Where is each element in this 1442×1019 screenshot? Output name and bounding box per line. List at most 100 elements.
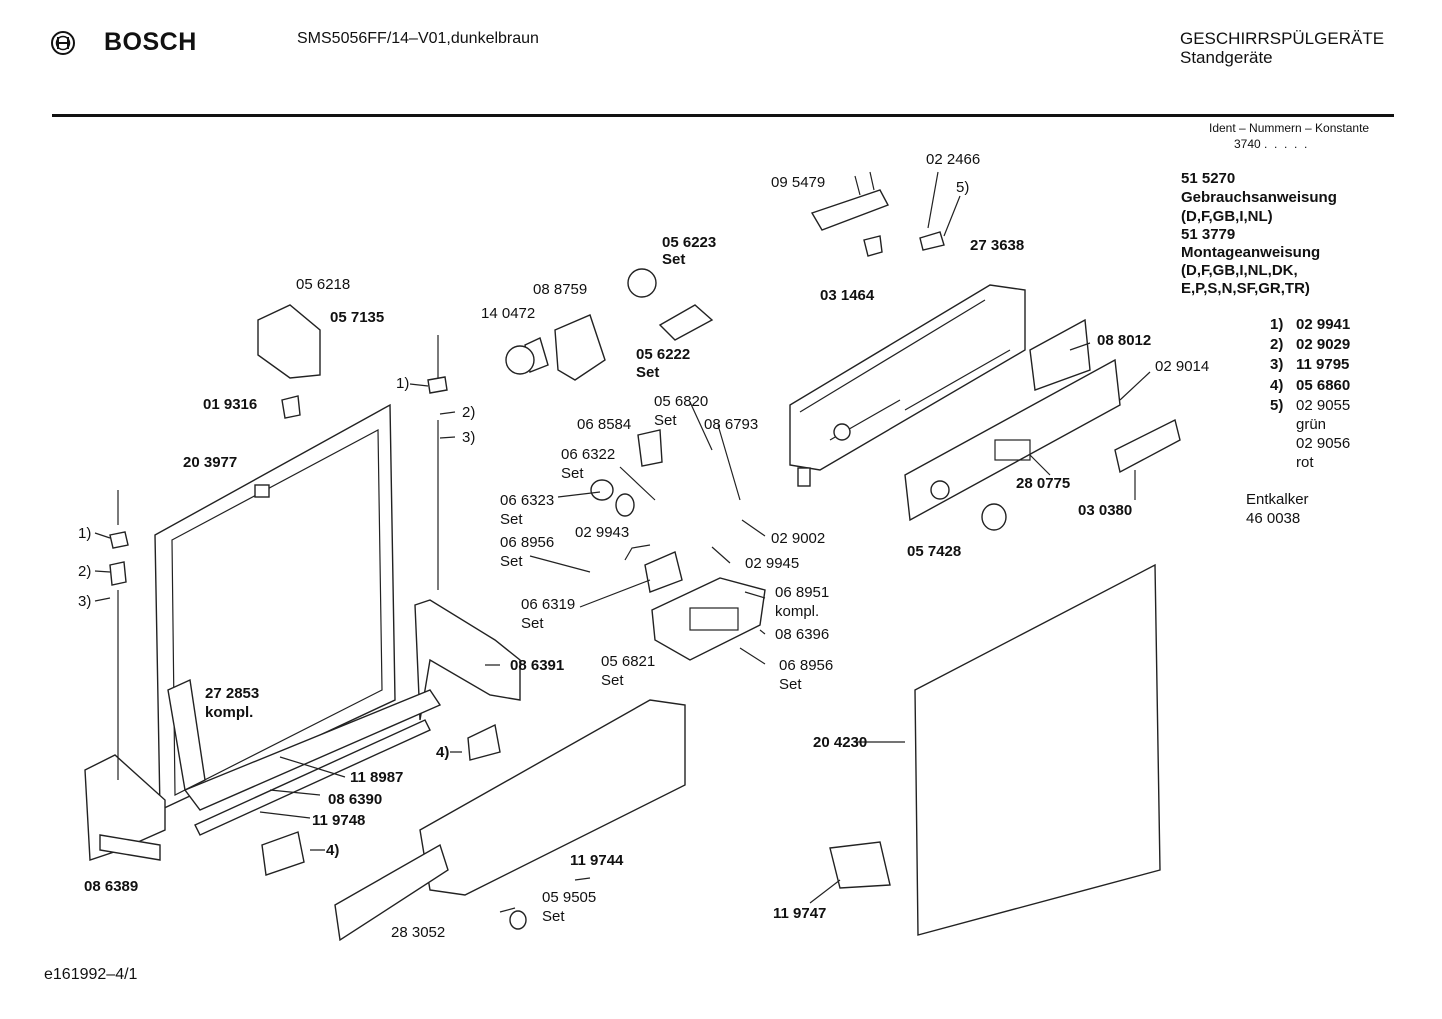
footnote-marker: 4) [436, 744, 450, 761]
part-label: 06 6322 [561, 446, 616, 463]
electronics-module-part [1029, 318, 1091, 391]
part-label: 28 3052 [391, 924, 446, 941]
part-label-suffix: kompl. [775, 603, 820, 620]
part-label-suffix: Set [654, 412, 677, 429]
category-title: GESCHIRRSPÜLGERÄTE [1180, 29, 1385, 48]
part-label: 08 6396 [775, 626, 830, 643]
hinge-part [84, 754, 166, 861]
part-label: 08 6793 [704, 416, 759, 433]
knob-part [981, 503, 1007, 531]
part-label: 11 9744 [570, 852, 624, 869]
manual-languages: (D,F,GB,I,NL) [1181, 208, 1273, 225]
part-label-suffix: Set [500, 553, 523, 570]
part-label: 09 5479 [771, 174, 826, 191]
part-label-suffix: Set [521, 615, 544, 632]
part-label: 01 9316 [203, 396, 258, 413]
part-label: 02 9014 [1155, 358, 1210, 375]
part-label-suffix: Set [636, 364, 660, 381]
model-designation: SMS5056FF/14–V01,dunkelbraun [297, 30, 539, 47]
bosch-armature-logo-icon [51, 31, 75, 55]
part-label: 02 9945 [745, 555, 800, 572]
install-languages-2: E,P,S,N,SF,GR,TR) [1181, 280, 1310, 297]
footnote-extra: rot [1296, 454, 1314, 471]
part-label-suffix: kompl. [205, 704, 254, 721]
dispenser-part [651, 577, 766, 661]
part-label: 08 6391 [510, 657, 565, 674]
brand-name: BOSCH [104, 28, 197, 56]
part-label-suffix: Set [542, 908, 565, 925]
part-label: 02 9002 [771, 530, 826, 547]
part-label-suffix: Set [779, 676, 802, 693]
footnote-key: 4) [1270, 377, 1284, 394]
part-label: 11 9747 [773, 905, 827, 922]
part-label: 05 6218 [296, 276, 351, 293]
header-rule [52, 114, 1394, 117]
footnote-marker: 4) [326, 842, 340, 859]
part-label: 02 9943 [575, 524, 630, 541]
footnote-value: 02 9029 [1296, 336, 1351, 353]
part-label: 03 1464 [820, 287, 875, 304]
footnote-value: 11 9795 [1296, 356, 1350, 373]
part-label: 05 6223 [662, 234, 717, 251]
buttons-part [1114, 418, 1181, 474]
footnote-key: 1) [1270, 316, 1284, 333]
part-label-suffix: Set [500, 511, 523, 528]
part-label: 05 6821 [601, 653, 656, 670]
part-label: 03 0380 [1078, 502, 1133, 519]
footnote-value: 05 6860 [1296, 377, 1351, 394]
inner-door-part [154, 403, 396, 812]
footnote-key: 2) [1270, 336, 1284, 353]
footnote-key: 3) [1270, 356, 1284, 373]
part-label-suffix: Set [662, 251, 686, 268]
decor-door-part [914, 563, 1161, 936]
part-label: 20 4230 [813, 734, 868, 751]
part-label: 27 2853 [205, 685, 260, 702]
entkalker-value: 46 0038 [1246, 510, 1301, 527]
part-label-suffix: Set [561, 465, 584, 482]
footer-drawing-code: e161992–4/1 [44, 966, 138, 983]
footnote-extra: grün [1296, 416, 1327, 433]
part-label: 06 8956 [779, 657, 834, 674]
install-title: Montageanweisung [1181, 244, 1321, 261]
part-label: 06 8956 [500, 534, 555, 551]
part-label: 11 8987 [350, 769, 404, 786]
part-label: 08 6390 [328, 791, 383, 808]
part-label: 02 2466 [926, 151, 981, 168]
footnote-marker: 2) [462, 404, 476, 421]
manual-title: Gebrauchsanweisung [1181, 189, 1337, 206]
part-label: 05 7428 [907, 543, 962, 560]
part-label: 14 0472 [481, 305, 536, 322]
footnote-marker: 1) [78, 525, 92, 542]
part-label: 11 9748 [312, 812, 366, 829]
part-label: 08 8012 [1097, 332, 1152, 349]
footnote-marker: 3) [462, 429, 476, 446]
part-label: 08 8759 [533, 281, 588, 298]
footnote-key: 5) [1270, 397, 1284, 414]
control-panel-part [789, 284, 1026, 471]
part-label: 06 6323 [500, 492, 555, 509]
base-rail-part [419, 699, 686, 896]
footnote-marker: 5) [956, 179, 970, 196]
footnote-value: 02 9055 [1296, 397, 1351, 414]
footnote-marker: 2) [78, 563, 92, 580]
part-label: 06 8951 [775, 584, 830, 601]
footnote-extra: 02 9056 [1296, 435, 1351, 452]
part-label: 05 6820 [654, 393, 709, 410]
footnote-marker: 1) [396, 375, 410, 392]
footnote-value: 02 9941 [1296, 316, 1351, 333]
category-subtitle: Standgeräte [1180, 48, 1273, 67]
part-label: 28 0775 [1016, 475, 1071, 492]
part-label: 08 6389 [84, 878, 139, 895]
part-label: 27 3638 [970, 237, 1025, 254]
install-number: 51 3779 [1181, 226, 1236, 243]
footnote-marker: 3) [78, 593, 92, 610]
ident-label: Ident – Nummern – Konstante [1209, 121, 1370, 135]
part-label: 06 6319 [521, 596, 576, 613]
rail-part [334, 843, 449, 942]
part-label: 05 7135 [330, 309, 385, 326]
part-label: 06 8584 [577, 416, 632, 433]
manual-number: 51 5270 [1181, 170, 1236, 187]
part-label-suffix: Set [601, 672, 624, 689]
